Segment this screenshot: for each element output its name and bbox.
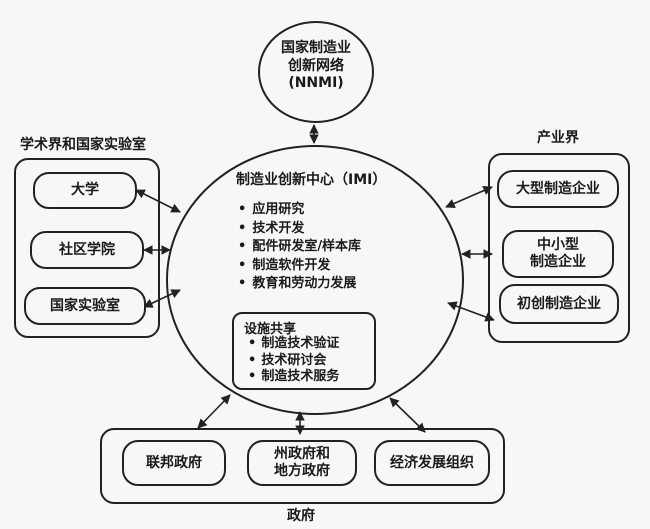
facility-sharing-item: 制造技术验证 — [248, 336, 339, 353]
government-title: 政府 — [287, 508, 315, 524]
imi-node-shape — [166, 145, 464, 415]
facility-sharing-item: 技术研讨会 — [248, 353, 339, 370]
arrow-imi-startup — [447, 301, 495, 322]
arrow-national-lab-imi — [143, 289, 181, 308]
academia-item-national-lab: 国家实验室 — [24, 287, 146, 325]
imi-activity-item: 教育和劳动力发展 — [238, 275, 361, 294]
facility-sharing-list: 制造技术验证 技术研讨会 制造技术服务 — [248, 336, 339, 386]
facility-sharing-box: 设施共享 制造技术验证 技术研讨会 制造技术服务 — [232, 312, 376, 390]
imi-activity-item: 配件研发室/样本库 — [238, 238, 361, 257]
facility-sharing-title: 设施共享 — [244, 322, 297, 337]
industry-item-sme: 中小型 制造企业 — [502, 230, 614, 278]
arrow-imi-econ-dev — [389, 397, 426, 433]
industry-frame — [488, 153, 630, 343]
imi-activity-item: 应用研究 — [238, 201, 361, 220]
academia-item-community-college: 社区学院 — [30, 231, 144, 269]
industry-title: 产业界 — [537, 130, 579, 146]
academia-item-university: 大学 — [33, 172, 137, 209]
imi-activity-item: 技术开发 — [238, 220, 361, 239]
industry-item-startup: 初创制造企业 — [499, 284, 619, 324]
government-item-state-local: 州政府和 地方政府 — [247, 440, 357, 486]
government-item-federal: 联邦政府 — [122, 440, 226, 486]
imi-activity-item: 制造软件开发 — [238, 257, 361, 276]
industry-item-large-enterprise: 大型制造企业 — [497, 170, 619, 208]
arrow-imi-large-enterprise — [445, 186, 493, 208]
academia-title: 学术界和国家实验室 — [20, 137, 146, 153]
academia-frame — [14, 158, 160, 338]
imi-title: 制造业创新中心（IMI） — [236, 172, 387, 188]
nnmi-node-shape — [258, 21, 374, 123]
facility-sharing-item: 制造技术服务 — [248, 369, 339, 386]
government-item-econ-dev: 经济发展组织 — [374, 440, 490, 486]
nnmi-label: 国家制造业 创新网络 (NNMI) — [281, 40, 351, 91]
government-frame — [100, 428, 505, 504]
arrow-imi-federal — [197, 394, 231, 429]
imi-activity-list: 应用研究 技术开发 配件研发室/样本库 制造软件开发 教育和劳动力发展 — [238, 201, 361, 294]
